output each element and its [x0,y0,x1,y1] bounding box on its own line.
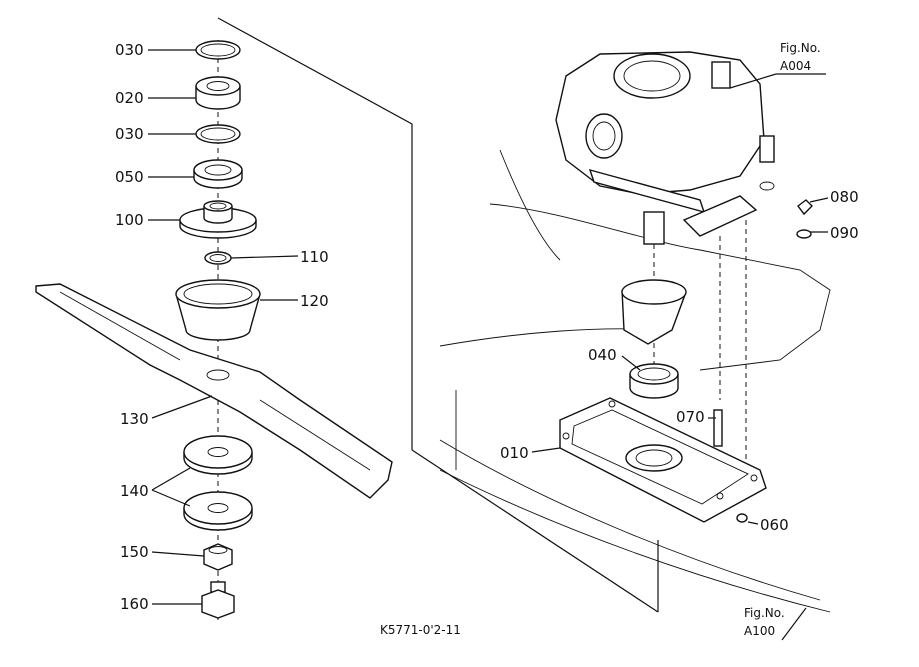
figure-references: Fig.No. A004 Fig.No. A100 K5771-0'2-11 [380,41,821,638]
blade-assembly-stack [35,40,393,620]
seal-part-050 [193,159,243,189]
drawing-code: K5771-0'2-11 [380,623,461,637]
callout-labels: 030 020 030 050 100 110 120 130 140 150 … [115,41,859,613]
callout-030-top: 030 [115,41,144,59]
callout-020: 020 [115,89,144,107]
mounting-bracket [682,135,775,490]
callout-130: 130 [120,410,149,428]
callout-060: 060 [760,516,789,534]
gearbox-housing [555,51,765,380]
grease-nipple-part-080 [797,199,813,216]
callout-080: 080 [830,188,859,206]
hub-flange-part-100 [179,200,257,239]
gearbox-deck-assembly [217,17,831,613]
fig-ref-bottom-label: Fig.No. [744,606,785,620]
washer-part-140-upper [183,435,253,475]
callout-050: 050 [115,168,144,186]
snap-ring-part-030-lower [195,124,241,144]
callout-120: 120 [300,292,329,310]
seal-ring-part-040 [629,363,679,399]
callout-100: 100 [115,211,144,229]
shroud-cup [621,279,687,345]
washer-part-090 [796,229,812,239]
callout-010: 010 [500,444,529,462]
fig-ref-top-label: Fig.No. [780,41,821,55]
callout-150: 150 [120,543,149,561]
flange-plate-part-010 [559,397,767,523]
cup-part-120 [175,279,261,341]
washer-part-140-lower [183,491,253,531]
callout-160: 160 [120,595,149,613]
bolt-part-060 [736,513,748,523]
stud-part-070 [713,409,723,447]
callout-070: 070 [676,408,705,426]
fig-ref-bottom-number: A100 [744,624,775,638]
bearing-part-020 [195,76,241,110]
callout-090: 090 [830,224,859,242]
callout-110: 110 [300,248,329,266]
circlip-part-110 [204,251,232,265]
callout-040: 040 [588,346,617,364]
callout-030-lower: 030 [115,125,144,143]
leader-lines [148,49,829,641]
bolt-part-160 [201,581,235,619]
blade-part-130 [35,283,393,499]
nut-part-150 [203,543,233,571]
fig-ref-top-number: A004 [780,59,811,73]
callout-140: 140 [120,482,149,500]
snap-ring-part-030-top [195,40,241,60]
